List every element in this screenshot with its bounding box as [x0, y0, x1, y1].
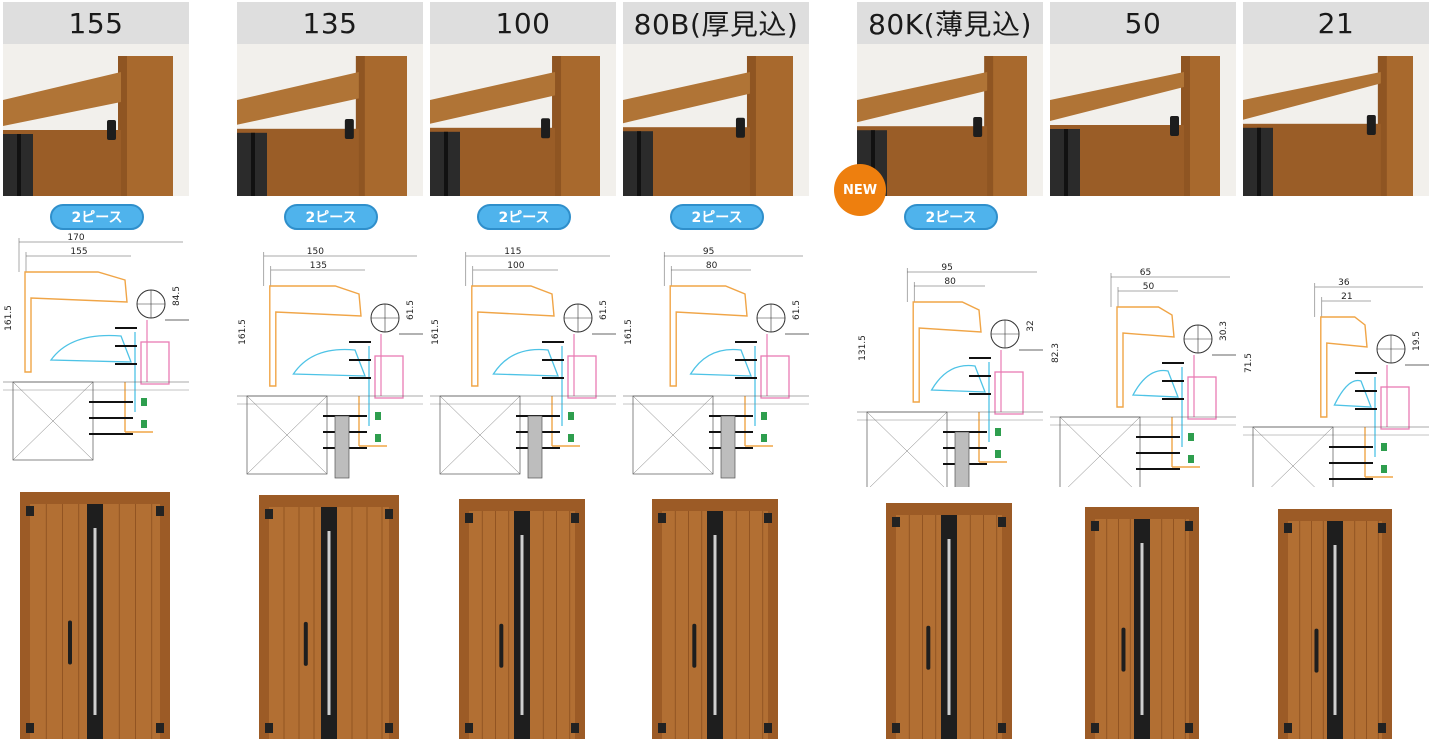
piece-badge: 2ピース	[670, 204, 764, 230]
dimension-label: 61.5	[792, 300, 802, 320]
new-badge: NEW	[834, 164, 886, 216]
dimension-label: 84.5	[172, 286, 182, 306]
dimension-label: 115	[504, 247, 521, 257]
frame-corner-photo	[1050, 44, 1236, 196]
door-image	[237, 487, 423, 745]
dimension-label: 80	[706, 261, 718, 271]
dimension-label: 161.5	[431, 319, 441, 345]
product-label: 50	[1050, 2, 1236, 44]
frame-corner-photo	[237, 44, 423, 196]
dimension-label: 161.5	[624, 319, 634, 345]
product-column: 80B(厚見込) 2ピース 95 80 161.5 61.5	[623, 0, 809, 745]
dimension-label: 61.5	[599, 300, 609, 320]
dimension-label: 150	[307, 247, 324, 257]
dimension-label: 100	[507, 261, 524, 271]
piece-badge: 2ピース	[50, 204, 144, 230]
frame-corner-photo	[857, 44, 1043, 196]
cross-section-diagram: 170 155 161.5 84.5	[3, 232, 189, 487]
dimension-label: 161.5	[4, 305, 14, 331]
product-column: 100 2ピース 115 100 161.5 61.5	[430, 0, 616, 745]
dimension-label: 80	[944, 277, 956, 287]
frame-corner-photo	[1243, 44, 1429, 196]
frame-corner-photo	[430, 44, 616, 196]
product-label: 80B(厚見込)	[623, 2, 809, 44]
cross-section-diagram: 95 80 131.5 32	[857, 232, 1043, 495]
dimension-label: 155	[70, 247, 87, 257]
product-column: 50 65 50 82.3 30.3	[1050, 0, 1236, 745]
frame-corner-photo	[3, 44, 189, 196]
dimension-label: 61.5	[406, 300, 416, 320]
door-image	[430, 487, 616, 745]
product-column: 155 2ピース 170 155 161.5 84.5	[3, 0, 189, 745]
product-column: 135 2ピース 150 135 161.5 61.5	[237, 0, 423, 745]
dimension-label: 65	[1140, 268, 1151, 278]
product-label: 80K(薄見込)	[857, 2, 1043, 44]
door-image	[623, 487, 809, 745]
product-column: 21 36 21 71.5 19.5	[1243, 0, 1429, 745]
dimension-label: 131.5	[858, 335, 868, 361]
dimension-label: 21	[1341, 292, 1352, 302]
frame-corner-photo	[623, 44, 809, 196]
dimension-label: 36	[1338, 278, 1350, 288]
dimension-label: 95	[703, 247, 714, 257]
dimension-label: 50	[1143, 282, 1155, 292]
dimension-label: 95	[941, 263, 952, 273]
piece-badge: 2ピース	[477, 204, 571, 230]
piece-badge: 2ピース	[284, 204, 378, 230]
piece-badge: 2ピース	[904, 204, 998, 230]
cross-section-diagram: 115 100 161.5 61.5	[430, 232, 616, 487]
dimension-label: 30.3	[1219, 321, 1229, 341]
cross-section-diagram: 36 21 71.5 19.5	[1243, 232, 1429, 506]
dimension-label: 32	[1026, 320, 1036, 331]
dimension-label: 161.5	[238, 319, 248, 345]
product-label: 155	[3, 2, 189, 44]
door-image	[1243, 487, 1429, 745]
door-image	[3, 487, 189, 745]
dimension-label: 82.3	[1051, 343, 1061, 363]
product-label: 100	[430, 2, 616, 44]
dimension-label: 135	[310, 261, 327, 271]
cross-section-diagram: 65 50 82.3 30.3	[1050, 232, 1236, 496]
dimension-label: 19.5	[1412, 331, 1422, 351]
product-label: 135	[237, 2, 423, 44]
door-image	[1050, 487, 1236, 745]
product-column: 80K(薄見込) 2ピース 95 80 131.5 32	[857, 0, 1043, 745]
cross-section-diagram: 95 80 161.5 61.5	[623, 232, 809, 487]
dimension-label: 170	[67, 233, 84, 243]
cross-section-diagram: 150 135 161.5 61.5	[237, 232, 423, 487]
dimension-label: 71.5	[1244, 353, 1254, 373]
product-label: 21	[1243, 2, 1429, 44]
door-image	[857, 487, 1043, 745]
